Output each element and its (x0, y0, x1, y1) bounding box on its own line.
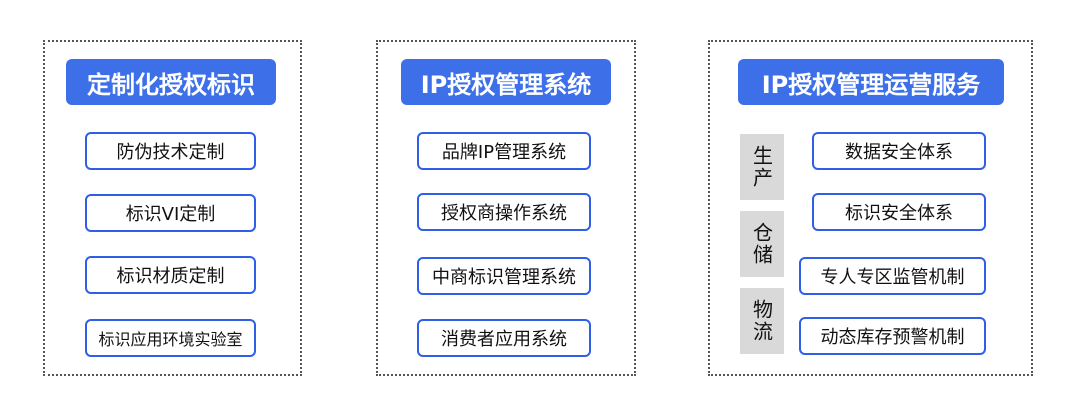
item-mark-security: 标识安全体系 (812, 193, 986, 231)
item-mark-material: 标识材质定制 (85, 256, 256, 294)
item-mark-lab: 标识应用环境实验室 (85, 319, 256, 357)
item-dedicated-supervision: 专人专区监管机制 (799, 257, 986, 295)
side-label-logistics: 物流 (740, 288, 784, 354)
panel-custom-authorization-marks: 定制化授权标识 防伪技术定制 标识VI定制 标识材质定制 标识应用环境实验室 (43, 40, 302, 376)
item-data-security: 数据安全体系 (812, 132, 986, 170)
panel-ip-operation-services: IP授权管理运营服务 生产 仓储 物流 数据安全体系 标识安全体系 专人专区监管… (708, 40, 1033, 376)
side-label-production: 生产 (740, 134, 784, 200)
side-label-storage: 仓储 (740, 211, 784, 277)
item-licensee-system: 授权商操作系统 (417, 193, 591, 231)
item-inventory-warning: 动态库存预警机制 (799, 317, 986, 355)
item-consumer-system: 消费者应用系统 (417, 319, 591, 357)
panel-title: IP授权管理系统 (401, 59, 611, 105)
panel-title: IP授权管理运营服务 (738, 59, 1004, 105)
item-anti-counterfeit-tech: 防伪技术定制 (85, 132, 256, 170)
panel-ip-authorization-system: IP授权管理系统 品牌IP管理系统 授权商操作系统 中商标识管理系统 消费者应用… (376, 40, 636, 376)
item-mark-vi: 标识VI定制 (85, 194, 256, 232)
item-mark-management-system: 中商标识管理系统 (417, 257, 591, 295)
item-brand-ip-system: 品牌IP管理系统 (417, 132, 591, 170)
panel-title: 定制化授权标识 (66, 59, 276, 105)
